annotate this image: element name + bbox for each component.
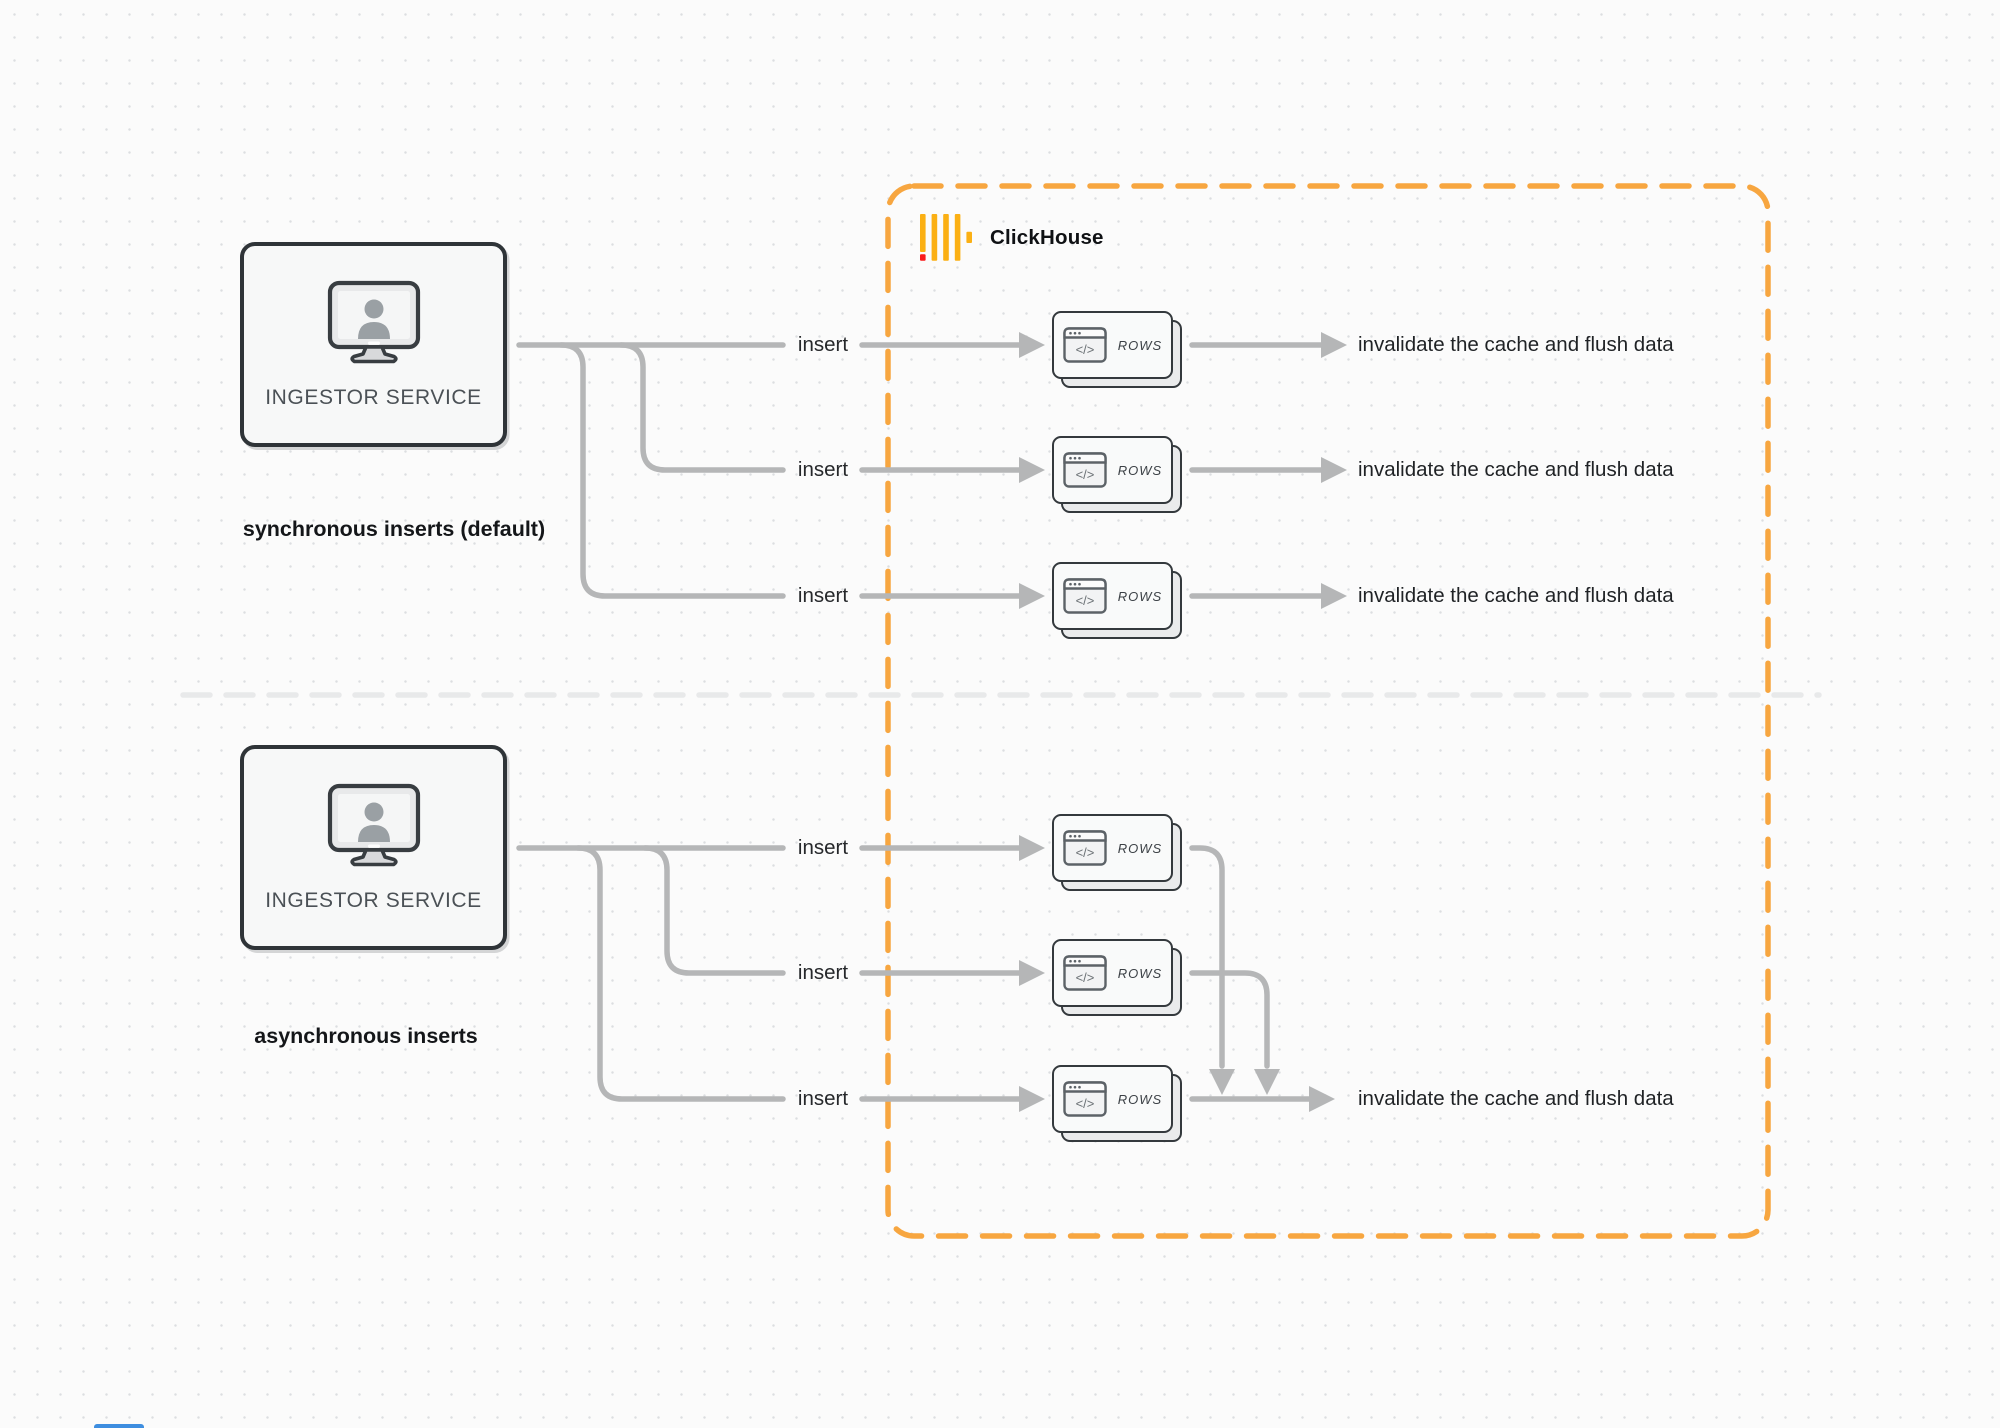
monitor-user-icon [327,280,420,364]
clickhouse-label: ClickHouse [990,225,1104,249]
clickhouse-logo-icon [920,214,972,261]
rows-card: </> ROWS [1052,939,1182,1016]
ingestor-service-box-sync: INGESTOR SERVICE [240,242,507,447]
insert-label: insert [797,458,849,481]
svg-text:</>: </> [1075,467,1094,482]
rows-card-label: ROWS [1117,1091,1163,1107]
rows-card-label: ROWS [1117,965,1163,981]
arrowheads [1019,332,1347,1112]
clipped-blue-element [94,1424,144,1428]
insert-label: insert [797,584,849,607]
insert-label: insert [797,1087,849,1110]
code-window-icon: </> [1063,830,1107,866]
svg-text:</>: </> [1075,970,1094,985]
sync-branch-row3 [558,342,786,599]
clickhouse-header: ClickHouse [920,214,1104,261]
code-window-icon: </> [1063,452,1107,488]
rows-card-label: ROWS [1117,462,1163,478]
sync-caption: synchronous inserts (default) [242,517,546,541]
rows-card-label: ROWS [1117,337,1163,353]
async-branch-row2 [642,845,786,976]
rows-card: </> ROWS [1052,1065,1182,1142]
result-label: invalidate the cache and flush data [1358,458,1674,481]
svg-text:</>: </> [1075,845,1094,860]
ingestor-service-label: INGESTOR SERVICE [265,889,482,912]
rows-card-label: ROWS [1117,588,1163,604]
code-window-icon: </> [1063,955,1107,991]
svg-text:</>: </> [1075,342,1094,357]
rows-card: </> ROWS [1052,562,1182,639]
result-label: invalidate the cache and flush data [1358,584,1674,607]
rows-card-label: ROWS [1117,840,1163,856]
sync-branch-row2 [618,342,786,473]
clickhouse-boundary-box [885,183,1771,1239]
insert-label: insert [797,333,849,356]
monitor-user-icon [327,783,420,867]
async-merge-from-row1 [1189,845,1225,1069]
rows-card: </> ROWS [1052,814,1182,891]
code-window-icon: </> [1063,578,1107,614]
async-branch-row3 [575,845,786,1102]
svg-text:</>: </> [1075,593,1094,608]
async-caption: asynchronous inserts [254,1024,478,1048]
ingestor-service-box-async: INGESTOR SERVICE [240,745,507,950]
code-window-icon: </> [1063,1081,1107,1117]
connector-lines [516,342,1325,1102]
insert-label: insert [797,836,849,859]
rows-card: </> ROWS [1052,311,1182,388]
svg-text:</>: </> [1075,1096,1094,1111]
result-label: invalidate the cache and flush data [1358,333,1674,356]
result-label: invalidate the cache and flush data [1358,1087,1674,1110]
code-window-icon: </> [1063,327,1107,363]
insert-label: insert [797,961,849,984]
rows-card: </> ROWS [1052,436,1182,513]
async-merge-from-row2 [1189,970,1270,1069]
ingestor-service-label: INGESTOR SERVICE [265,386,482,409]
